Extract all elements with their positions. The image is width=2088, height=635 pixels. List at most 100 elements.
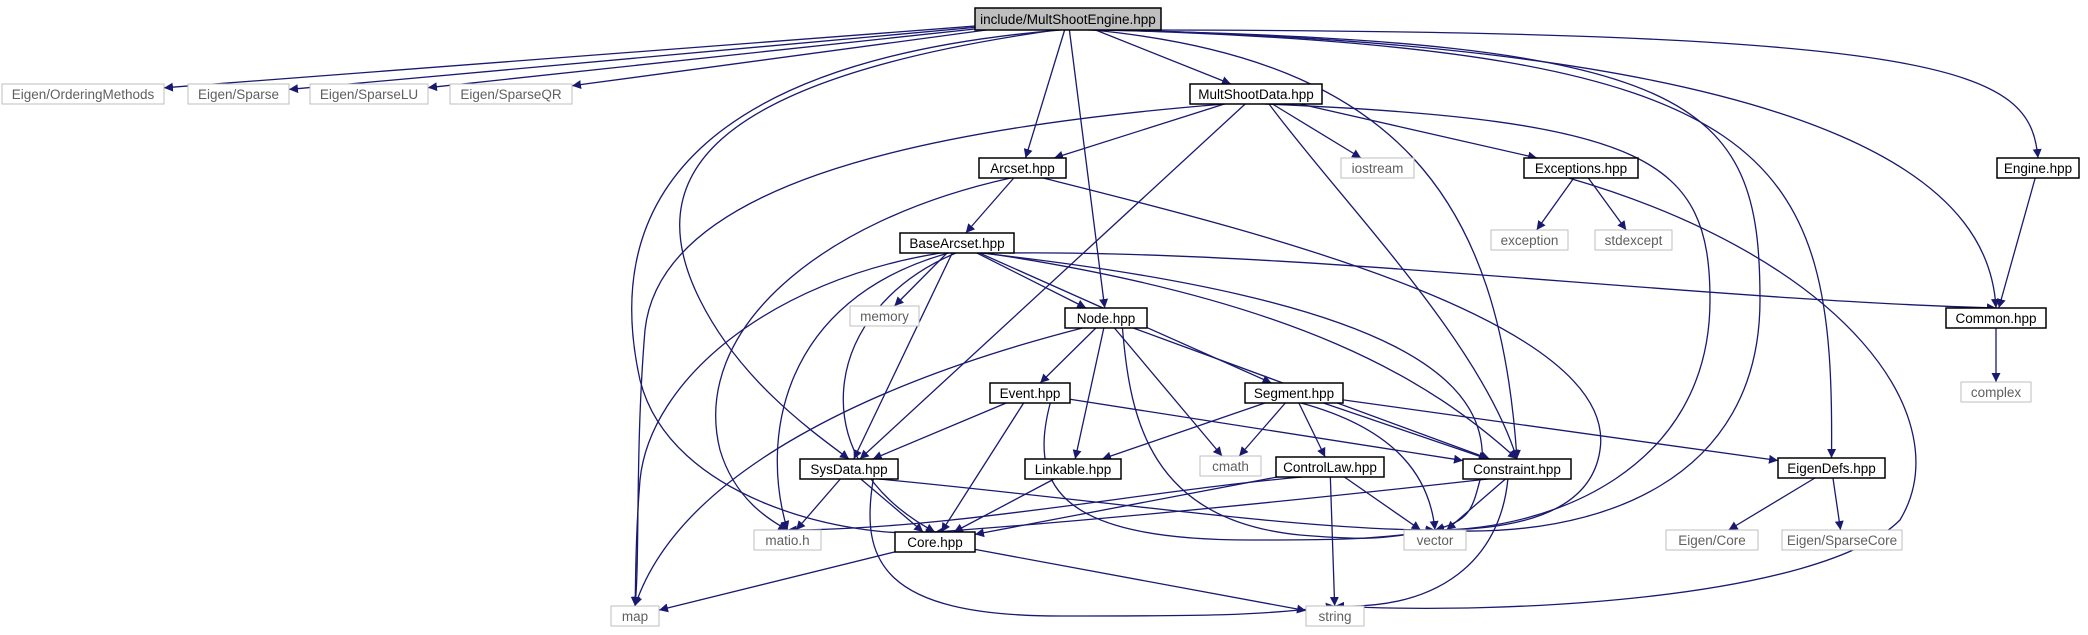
node-linkable[interactable]: Linkable.hpp	[1024, 458, 1122, 480]
node-label-vector: vector	[1417, 533, 1454, 548]
node-box-eigen_core	[1665, 529, 1759, 551]
edge-basearcset-to-core	[842, 252, 957, 533]
edge-root-to-common	[1119, 29, 2000, 309]
node-stdexcept: stdexcept	[1594, 229, 1673, 251]
node-label-eigen_sparse: Eigen/Sparse	[198, 87, 279, 102]
node-constraint[interactable]: Constraint.hpp	[1462, 458, 1572, 480]
node-node[interactable]: Node.hpp	[1064, 307, 1148, 329]
edge-basearcset-to-sysdata	[853, 252, 953, 460]
node-box-node[interactable]	[1064, 307, 1148, 329]
node-eigen_sparseqr: Eigen/SparseQR	[449, 83, 573, 105]
edge-segment-to-cmath	[1238, 402, 1286, 457]
node-label-exception: exception	[1501, 233, 1559, 248]
node-box-linkable[interactable]	[1024, 458, 1122, 480]
edge-root-to-vector	[1088, 29, 1761, 536]
node-eigen_core: Eigen/Core	[1665, 529, 1759, 551]
node-box-stdexcept	[1594, 229, 1673, 251]
edge-node-to-map	[633, 327, 1083, 607]
edge-sysdata-to-matio	[795, 478, 841, 531]
node-box-exception	[1490, 229, 1569, 251]
nodes: include/MultShootEngine.hppEigen/Orderin…	[1, 7, 2080, 627]
node-box-constraint[interactable]	[1462, 458, 1572, 480]
node-label-eigendefs: EigenDefs.hpp	[1787, 461, 1876, 476]
node-eigen_sparselu: Eigen/SparseLU	[309, 83, 429, 105]
edge-engine-to-common	[1996, 177, 2036, 309]
edge-eigendefs-to-eigen_sparsecore	[1832, 477, 1844, 531]
node-label-map: map	[622, 609, 648, 624]
edge-basearcset-to-map	[630, 252, 942, 607]
edge-controllaw-to-vector	[1344, 476, 1421, 531]
edge-node-to-event	[1039, 327, 1097, 384]
node-event[interactable]: Event.hpp	[989, 382, 1071, 404]
node-label-basearcset: BaseArcset.hpp	[909, 236, 1004, 251]
node-label-sysdata: SysData.hpp	[810, 462, 887, 477]
node-exception: exception	[1490, 229, 1569, 251]
edge-core-to-map	[658, 551, 896, 613]
node-label-root: include/MultShootEngine.hpp	[980, 12, 1156, 27]
node-label-core: Core.hpp	[907, 535, 963, 550]
node-label-controllaw: ControlLaw.hpp	[1283, 460, 1377, 475]
node-box-eigen_sparse	[187, 83, 290, 105]
node-vector: vector	[1403, 529, 1467, 551]
node-common[interactable]: Common.hpp	[1945, 307, 2047, 329]
edge-event-to-constraint	[1069, 398, 1464, 464]
node-multshootdata[interactable]: MultShootData.hpp	[1189, 83, 1323, 105]
node-box-exceptions[interactable]	[1523, 157, 1639, 179]
node-box-event[interactable]	[989, 382, 1071, 404]
node-box-segment[interactable]	[1244, 382, 1344, 404]
node-root[interactable]: include/MultShootEngine.hpp	[974, 7, 1162, 31]
edge-sysdata-to-vector	[878, 478, 1436, 535]
node-box-memory	[849, 305, 920, 327]
node-eigen_sparse: Eigen/Sparse	[187, 83, 290, 105]
node-label-linkable: Linkable.hpp	[1035, 462, 1112, 477]
node-engine[interactable]: Engine.hpp	[1996, 157, 2080, 179]
node-box-arcset[interactable]	[978, 157, 1067, 179]
edge-root-to-eigen_sparselu	[427, 28, 976, 92]
edge-multshootdata-to-sysdata	[859, 103, 1246, 460]
edge-core-to-string	[974, 548, 1307, 614]
edge-root-to-engine	[1121, 29, 2042, 159]
node-exceptions[interactable]: Exceptions.hpp	[1523, 157, 1639, 179]
edge-multshootdata-to-arcset	[1053, 103, 1225, 160]
node-label-arcset: Arcset.hpp	[990, 161, 1055, 176]
node-eigendefs[interactable]: EigenDefs.hpp	[1777, 457, 1886, 479]
node-segment[interactable]: Segment.hpp	[1244, 382, 1344, 404]
node-arcset[interactable]: Arcset.hpp	[978, 157, 1067, 179]
node-box-sysdata[interactable]	[799, 458, 899, 480]
edges	[163, 25, 2042, 617]
edge-root-to-multshootdata	[1095, 29, 1232, 85]
node-label-multshootdata: MultShootData.hpp	[1198, 87, 1314, 102]
edge-exceptions-to-exception	[1536, 177, 1575, 231]
node-box-multshootdata[interactable]	[1189, 83, 1323, 105]
node-sysdata[interactable]: SysData.hpp	[799, 458, 899, 480]
node-label-memory: memory	[860, 309, 909, 324]
edge-root-to-node	[1068, 29, 1109, 309]
edge-segment-to-eigendefs	[1342, 399, 1779, 464]
node-box-eigen_sparseqr	[449, 83, 573, 105]
edge-linkable-to-core	[953, 478, 1055, 533]
node-box-basearcset[interactable]	[899, 232, 1015, 254]
node-cmath: cmath	[1199, 455, 1262, 477]
node-box-controllaw[interactable]	[1275, 456, 1385, 478]
node-controllaw[interactable]: ControlLaw.hpp	[1275, 456, 1385, 478]
edge-basearcset-to-node	[976, 252, 1087, 309]
node-basearcset[interactable]: BaseArcset.hpp	[899, 232, 1015, 254]
node-label-constraint: Constraint.hpp	[1473, 462, 1561, 477]
edge-root-to-eigen_ordering	[163, 25, 976, 92]
node-complex: complex	[1960, 381, 2032, 403]
node-box-root[interactable]	[974, 7, 1162, 31]
node-box-iostream	[1340, 157, 1415, 179]
node-memory: memory	[849, 305, 920, 327]
node-box-matio	[753, 529, 822, 551]
node-core[interactable]: Core.hpp	[894, 531, 976, 553]
edge-multshootdata-to-constraint	[1268, 103, 1519, 460]
node-box-engine[interactable]	[1996, 157, 2080, 179]
node-label-event: Event.hpp	[1000, 386, 1061, 401]
node-box-map	[610, 605, 660, 627]
edge-exceptions-to-string	[1334, 177, 1917, 611]
edge-constraint-to-core	[934, 478, 1488, 536]
node-box-core[interactable]	[894, 531, 976, 553]
node-box-eigendefs[interactable]	[1777, 457, 1886, 479]
node-box-common[interactable]	[1945, 307, 2047, 329]
